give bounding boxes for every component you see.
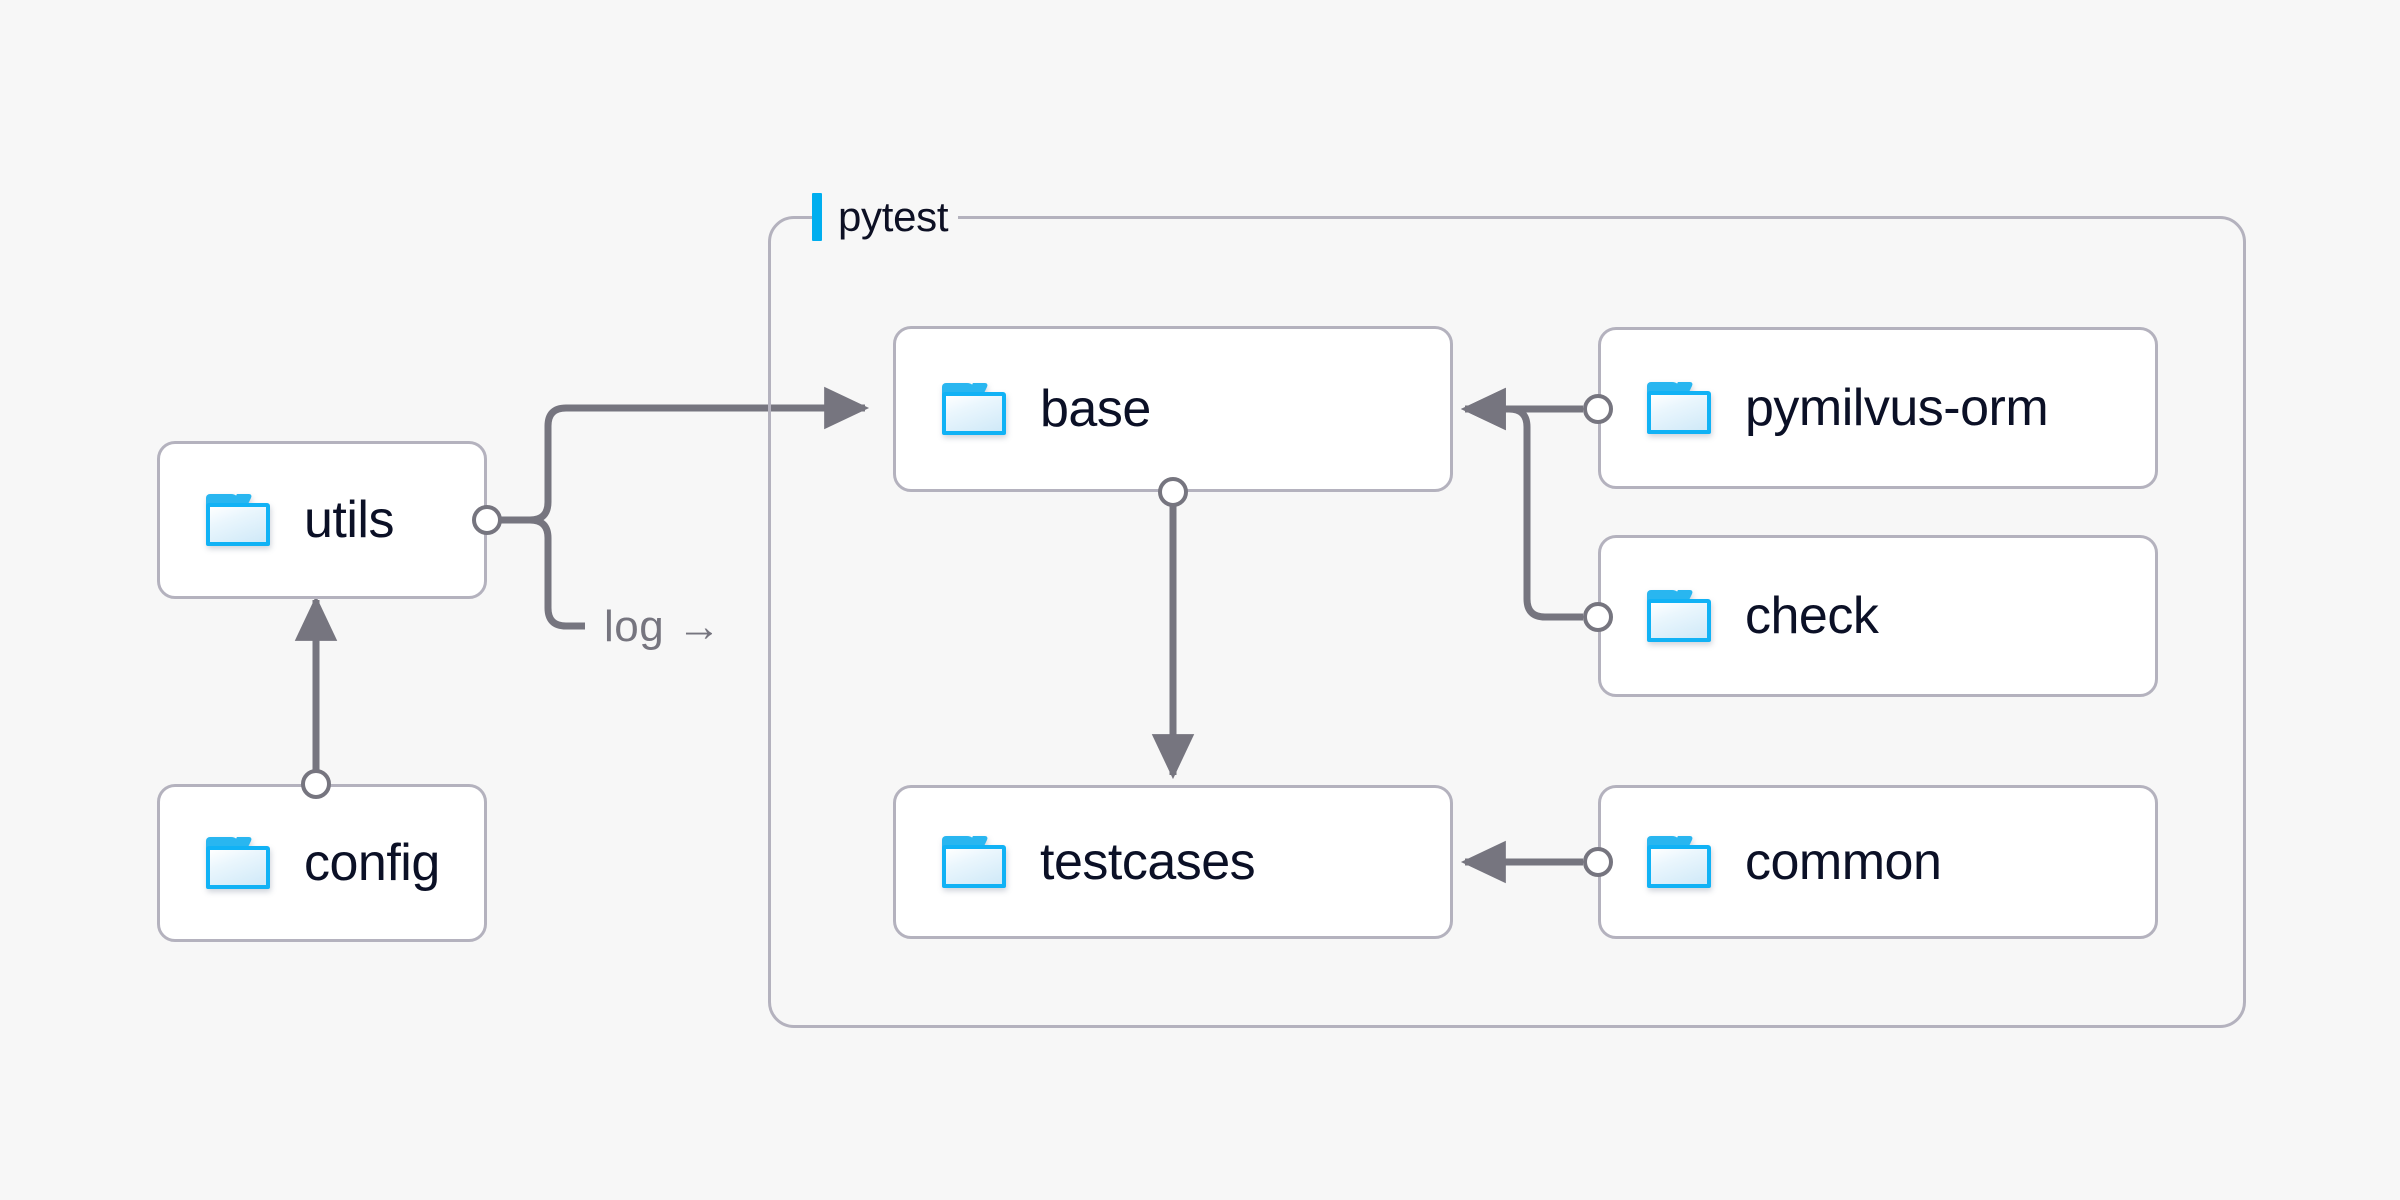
node-check[interactable]: check xyxy=(1598,535,2158,697)
node-check-label: check xyxy=(1745,587,1879,645)
folder-icon xyxy=(1647,382,1711,434)
node-common-label: common xyxy=(1745,833,1942,891)
handle-check-left[interactable] xyxy=(1583,602,1613,632)
handle-config-top[interactable] xyxy=(301,769,331,799)
folder-icon xyxy=(942,383,1006,435)
node-utils[interactable]: utils xyxy=(157,441,487,599)
node-testcases[interactable]: testcases xyxy=(893,785,1453,939)
group-pytest[interactable] xyxy=(768,216,2246,1028)
group-label-text: pytest xyxy=(838,193,949,240)
node-pymilvus-orm[interactable]: pymilvus-orm xyxy=(1598,327,2158,489)
folder-icon xyxy=(942,836,1006,888)
handle-base-bottom[interactable] xyxy=(1158,477,1188,507)
edge-label-log: log → xyxy=(604,602,722,651)
folder-icon xyxy=(1647,590,1711,642)
node-common[interactable]: common xyxy=(1598,785,2158,939)
node-base[interactable]: base xyxy=(893,326,1453,492)
node-config[interactable]: config xyxy=(157,784,487,942)
node-utils-label: utils xyxy=(304,491,394,549)
group-accent-bar xyxy=(812,193,822,241)
node-testcases-label: testcases xyxy=(1040,833,1256,891)
handle-common-left[interactable] xyxy=(1583,847,1613,877)
folder-icon xyxy=(1647,836,1711,888)
folder-icon xyxy=(206,837,270,889)
node-pymilvus-orm-label: pymilvus-orm xyxy=(1745,379,2049,437)
folder-icon xyxy=(206,494,270,546)
group-pytest-label: pytest xyxy=(812,191,959,243)
handle-pymilvus-orm-left[interactable] xyxy=(1583,394,1613,424)
edge-utils-to-log xyxy=(487,516,585,630)
handle-utils-right[interactable] xyxy=(472,505,502,535)
node-base-label: base xyxy=(1040,380,1151,438)
node-config-label: config xyxy=(304,834,440,892)
